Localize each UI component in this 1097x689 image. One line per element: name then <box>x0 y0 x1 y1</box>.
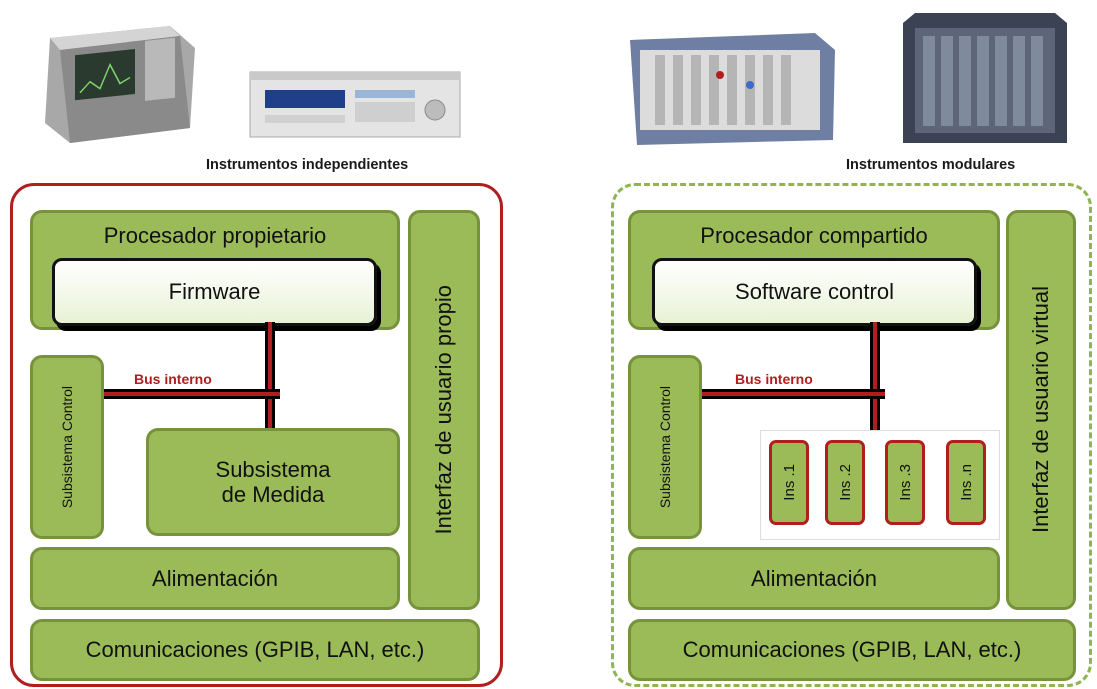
comms-box: Comunicaciones (GPIB, LAN, etc.) <box>30 619 480 681</box>
control-subsystem-box: Subsistema Control <box>30 355 104 539</box>
user-interface-box: Interfaz de usuario propio <box>408 210 480 610</box>
firmware-box: Firmware <box>52 258 377 326</box>
modular-rack-photo <box>903 13 1067 143</box>
instrument-module-1-label: Ins .1 <box>780 464 798 501</box>
left-caption: Instrumentos independientes <box>206 157 409 173</box>
virtual-interface-box: Interfaz de usuario virtual <box>1006 210 1076 610</box>
software-control-box: Software control <box>652 258 977 326</box>
left-bus-label: Bus interno <box>134 371 212 387</box>
instrument-module-n: Ins .n <box>946 440 986 525</box>
instrument-module-2: Ins .2 <box>825 440 865 525</box>
measure-subsystem-label: Subsistema de Medida <box>215 456 331 507</box>
power-box: Alimentación <box>30 547 400 610</box>
independent-instrument-frame <box>10 183 503 687</box>
right-control-subsystem-box: Subsistema Control <box>628 355 702 539</box>
instrument-module-2-label: Ins .2 <box>836 464 854 501</box>
instrument-module-3: Ins .3 <box>885 440 925 525</box>
right-bus-label: Bus interno <box>735 371 813 387</box>
measure-subsystem-box: Subsistema de Medida <box>146 428 400 536</box>
spectrum-analyzer-photo <box>45 26 195 143</box>
modular-instrument-frame <box>611 183 1092 687</box>
right-comms-box: Comunicaciones (GPIB, LAN, etc.) <box>628 619 1076 681</box>
instrument-module-n-label: Ins .n <box>957 464 975 501</box>
signal-generator-photo <box>249 71 461 138</box>
pxi-chassis-photo <box>630 33 835 145</box>
right-power-box: Alimentación <box>628 547 1000 610</box>
right-caption: Instrumentos modulares <box>846 157 1016 173</box>
instrument-module-3-label: Ins .3 <box>896 464 914 501</box>
instrument-module-1: Ins .1 <box>769 440 809 525</box>
